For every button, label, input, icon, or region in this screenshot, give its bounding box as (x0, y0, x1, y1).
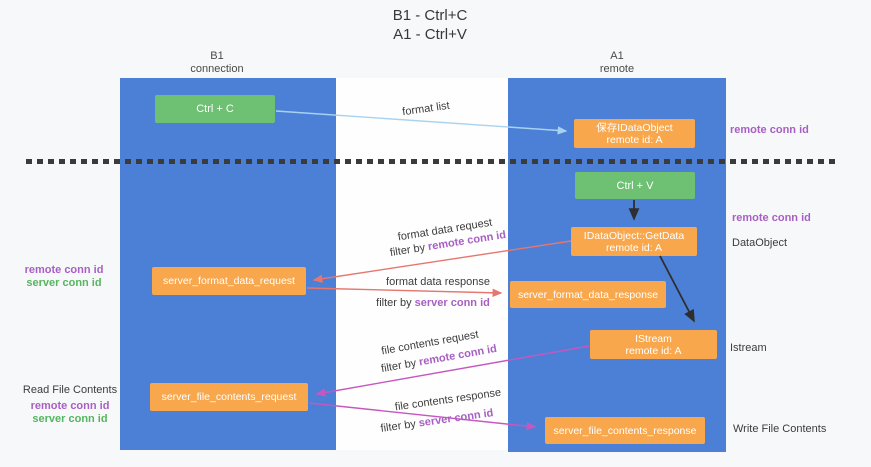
annotation-istream: Istream (730, 342, 767, 354)
node-save-idataobject-line2: remote id: A (606, 133, 663, 146)
dashed-separator-line (26, 159, 840, 164)
node-save-idataobject: 保存IDataObject remote id: A (574, 119, 695, 148)
annotation-server-conn-id-left-1: server conn id (26, 277, 102, 289)
annotation-group-read-file: Read File Contents remote conn id server… (20, 384, 120, 426)
annotation-remote-conn-id-mid: remote conn id (732, 212, 811, 224)
node-server-file-contents-request: server_file_contents_request (150, 383, 308, 411)
node-idataobject-getdata-line2: remote id: A (605, 241, 663, 254)
lane-header-b1: B1 connection (147, 50, 287, 76)
lane-header-a1: A1 remote (547, 50, 687, 76)
node-server-format-data-response: server_format_data_response (510, 281, 666, 308)
annotation-remote-conn-id-top: remote conn id (730, 124, 809, 136)
title-line-b1: B1 - Ctrl+C (392, 7, 468, 24)
node-idataobject-getdata-line1: IDataObject::GetData (583, 229, 685, 242)
annotation-dataobject: DataObject (732, 237, 788, 249)
annotation-group-format: remote conn id server conn id (14, 264, 114, 290)
node-ctrl-v: Ctrl + V (575, 172, 695, 199)
node-ctrl-c: Ctrl + C (155, 95, 275, 123)
label-filter-by-text: filter by (376, 297, 415, 309)
annotation-write-file-contents: Write File Contents (733, 423, 827, 435)
lane-header-a1-sub: remote (599, 63, 635, 75)
node-istream: IStream remote id: A (590, 330, 717, 359)
node-istream-line1: IStream (635, 332, 672, 345)
node-save-idataobject-line1: 保存IDataObject (596, 121, 673, 134)
label-server-conn-id: server conn id (414, 297, 490, 309)
node-istream-line2: remote id: A (625, 344, 682, 357)
annotation-read-file-contents: Read File Contents (22, 384, 118, 396)
node-idataobject-getdata: IDataObject::GetData remote id: A (571, 227, 697, 256)
diagram-title: B1 - Ctrl+C A1 - Ctrl+V (280, 6, 580, 44)
annotation-remote-conn-id-left-2: remote conn id (30, 400, 110, 412)
lane-header-a1-name: A1 (610, 50, 624, 62)
label-filter-server-1: filter by server conn id (363, 297, 503, 309)
annotation-remote-conn-id-left-1: remote conn id (24, 264, 104, 276)
node-server-file-contents-response: server_file_contents_response (545, 417, 705, 444)
node-server-format-data-request: server_format_data_request (152, 267, 306, 295)
label-format-data-response: format data response (386, 276, 490, 288)
lane-header-b1-name: B1 (210, 50, 224, 62)
annotation-server-conn-id-left-2: server conn id (32, 413, 108, 425)
lane-header-b1-sub: connection (190, 63, 244, 75)
title-line-a1: A1 - Ctrl+V (393, 26, 467, 43)
